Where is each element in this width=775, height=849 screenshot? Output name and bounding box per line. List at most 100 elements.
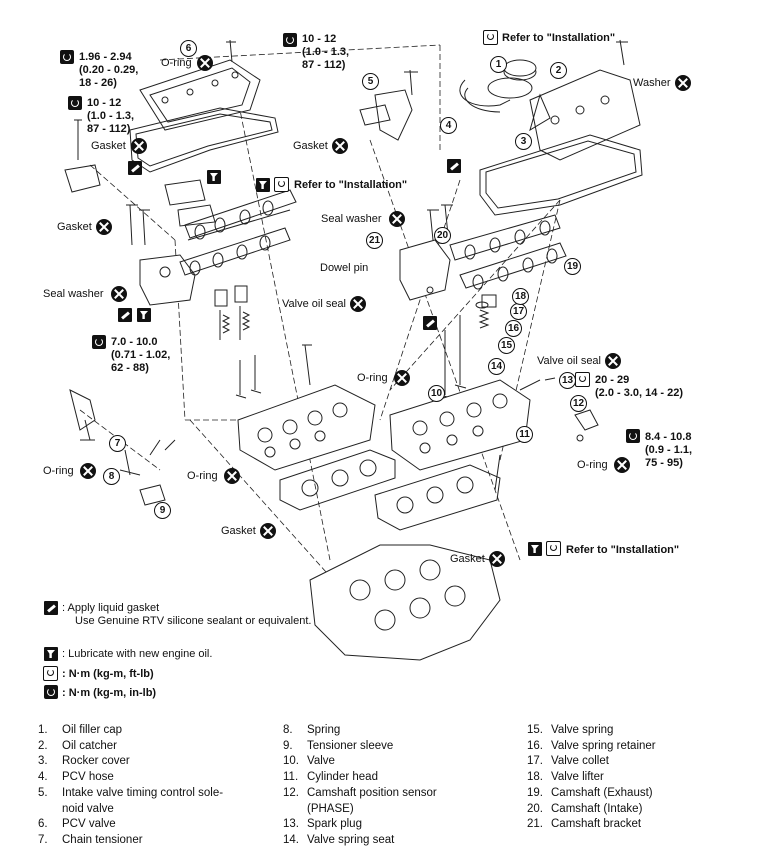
torque-ftlb-icon xyxy=(483,30,498,45)
lubricate-icon xyxy=(207,170,221,184)
list-item: 2.Oil catcher xyxy=(38,739,117,752)
torque-cover-line2: (1.0 - 1.3, xyxy=(87,110,135,122)
o-ring-label: O-ring xyxy=(577,459,608,471)
liquid-gasket-icon xyxy=(118,308,132,322)
do-not-reuse-icon xyxy=(489,551,505,567)
refer-installation-note: Refer to "Installation" xyxy=(294,179,408,191)
torque-head-line1: 7.0 - 10.0 xyxy=(111,336,158,348)
torque-inlb-icon xyxy=(44,685,58,699)
lubricate-icon xyxy=(137,308,151,322)
torque-5-line1: 10 - 12 xyxy=(302,33,337,45)
gasket-label: Gasket xyxy=(57,221,92,233)
torque-13-line2: (2.0 - 3.0, 14 - 22) xyxy=(595,387,684,399)
callout-9: 9 xyxy=(154,502,171,519)
o-ring-label: O-ring xyxy=(357,372,388,384)
do-not-reuse-icon xyxy=(111,286,127,302)
callout-1: 1 xyxy=(490,56,507,73)
do-not-reuse-icon xyxy=(350,296,366,312)
do-not-reuse-icon xyxy=(260,523,276,539)
refer-installation-note: Refer to "Installation" xyxy=(502,32,616,44)
torque-head-line2: (0.71 - 1.02, xyxy=(111,349,171,361)
callout-13: 13 xyxy=(559,372,576,389)
list-item: 21.Camshaft bracket xyxy=(527,818,642,831)
liquid-gasket-icon xyxy=(447,159,461,173)
liquid-gasket-icon xyxy=(44,601,58,615)
callout-3: 3 xyxy=(515,133,532,150)
do-not-reuse-icon xyxy=(332,138,348,154)
callout-11: 11 xyxy=(516,426,533,443)
gasket-label: Gasket xyxy=(91,140,126,152)
legend-inlb: : N·m (kg-m, in-lb) xyxy=(62,687,157,699)
do-not-reuse-icon xyxy=(394,370,410,386)
liquid-gasket-icon xyxy=(128,161,142,175)
seal-washer-label: Seal washer xyxy=(43,288,104,300)
torque-12-line3: 75 - 95) xyxy=(645,457,683,469)
callout-20: 20 xyxy=(434,227,451,244)
lubricate-icon xyxy=(256,178,270,192)
legend-liquid-gasket-note: Use Genuine RTV silicone sealant or equi… xyxy=(75,615,312,627)
torque-5-line3: 87 - 112) xyxy=(302,59,346,71)
legend-liquid-gasket: : Apply liquid gasket xyxy=(62,602,160,614)
do-not-reuse-icon xyxy=(675,75,691,91)
do-not-reuse-icon xyxy=(605,353,621,369)
torque-ftlb-icon xyxy=(575,372,590,387)
callout-19: 19 xyxy=(564,258,581,275)
o-ring-label: O-ring xyxy=(161,57,192,69)
callout-2: 2 xyxy=(550,62,567,79)
torque-inlb-icon xyxy=(60,50,74,64)
washer-label: Washer xyxy=(633,77,671,89)
list-item: (PHASE) xyxy=(307,802,354,815)
torque-head-line3: 62 - 88) xyxy=(111,362,149,374)
legend-lubricate: : Lubricate with new engine oil. xyxy=(62,648,213,660)
gasket-label: Gasket xyxy=(450,553,485,565)
torque-inlb-icon xyxy=(68,96,82,110)
torque-5-line2: (1.0 - 1.3, xyxy=(302,46,350,58)
callout-15: 15 xyxy=(498,337,515,354)
do-not-reuse-icon xyxy=(614,457,630,473)
list-item: 9.Tensioner sleeve xyxy=(283,739,394,752)
torque-ftlb-icon xyxy=(43,666,58,681)
torque-6-line2: (0.20 - 0.29, xyxy=(79,64,139,76)
list-item: 11.Cylinder head xyxy=(283,771,378,784)
torque-cover-line1: 10 - 12 xyxy=(87,97,122,109)
callout-21: 21 xyxy=(366,232,383,249)
torque-ftlb-icon xyxy=(546,541,561,556)
torque-inlb-icon xyxy=(626,429,640,443)
list-item: noid valve xyxy=(62,802,114,815)
torque-inlb-icon xyxy=(283,33,297,47)
callout-5: 5 xyxy=(362,73,379,90)
do-not-reuse-icon xyxy=(80,463,96,479)
callout-10: 10 xyxy=(428,385,445,402)
do-not-reuse-icon xyxy=(224,468,240,484)
torque-12-line2: (0.9 - 1.1, xyxy=(645,444,693,456)
list-item: 5.Intake valve timing control sole- xyxy=(38,786,224,799)
list-item: 6.PCV valve xyxy=(38,818,116,831)
valve-oil-seal-label: Valve oil seal xyxy=(282,298,346,310)
callout-7: 7 xyxy=(109,435,126,452)
list-item: 15.Valve spring xyxy=(527,724,614,736)
list-item: 18.Valve lifter xyxy=(527,771,604,784)
dowel-pin-label: Dowel pin xyxy=(320,262,369,274)
list-item: 13.Spark plug xyxy=(283,818,362,831)
callout-12: 12 xyxy=(570,395,587,412)
parts-list-col3: 15.Valve spring 16.Valve spring retainer… xyxy=(527,723,656,833)
lubricate-icon xyxy=(528,542,542,556)
callout-14: 14 xyxy=(488,358,505,375)
gasket-label: Gasket xyxy=(293,140,328,152)
lubricate-icon xyxy=(44,647,58,661)
callout-16: 16 xyxy=(505,320,522,337)
list-item: 7.Chain tensioner xyxy=(38,833,143,846)
list-item: 16.Valve spring retainer xyxy=(527,739,656,752)
torque-13-line1: 20 - 29 xyxy=(595,374,630,386)
callout-18: 18 xyxy=(512,288,529,305)
list-item: 19.Camshaft (Exhaust) xyxy=(527,786,653,799)
torque-6-line3: 18 - 26) xyxy=(79,77,117,89)
parts-list-col2: 8.Spring 9.Tensioner sleeve 10.Valve 11.… xyxy=(283,723,437,849)
list-item: 8.Spring xyxy=(283,724,341,736)
torque-6-line1: 1.96 - 2.94 xyxy=(79,51,132,63)
o-ring-label: O-ring xyxy=(43,465,74,477)
callout-4: 4 xyxy=(440,117,457,134)
callout-6: 6 xyxy=(180,40,197,57)
seal-washer-label: Seal washer xyxy=(321,213,382,225)
